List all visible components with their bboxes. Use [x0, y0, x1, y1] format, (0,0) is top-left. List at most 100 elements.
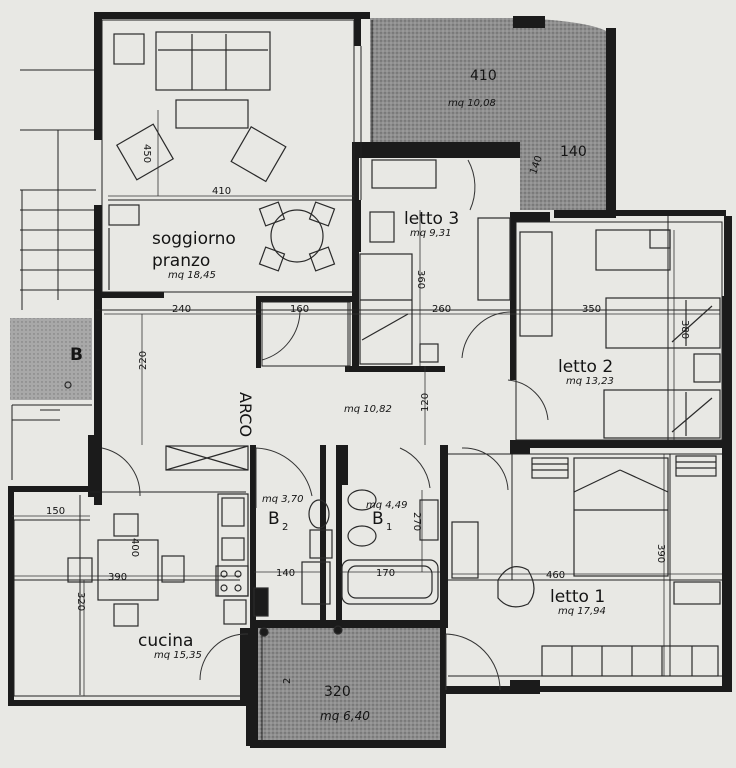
- dimension-labels: 410 450 240 160 260 360 350 380 220 120 …: [46, 144, 690, 684]
- desk-icon: [477, 217, 511, 301]
- dim-corridoio-mid: 160: [290, 304, 309, 315]
- dim-letto1-width: 460: [546, 570, 565, 581]
- armchair-icon: [115, 123, 175, 181]
- wardrobe-icon: [541, 645, 719, 677]
- bathroom-fixtures: [64, 381, 439, 637]
- terrace-north-area: mq 10,08: [448, 98, 496, 109]
- dim-soggiorno-depth: 450: [141, 144, 152, 163]
- stair-lines: [11, 69, 98, 480]
- bedroom2-furniture: [519, 229, 721, 439]
- chair-icon: [258, 201, 336, 272]
- room-area-cucina: mq 15,35: [154, 650, 202, 661]
- interior-lines: [13, 19, 723, 742]
- cabinet-icon: [108, 204, 140, 226]
- room-name-letto1: letto 1: [550, 587, 605, 607]
- dim-bagno1-width: 170: [376, 568, 395, 579]
- room-area-letto2: mq 13,23: [566, 376, 614, 387]
- dim-bagno1-depth: 270: [411, 512, 422, 531]
- chair-icon: [67, 557, 93, 583]
- terrace-areas: [10, 18, 615, 746]
- room-area-corridoio: mq 10,82: [344, 404, 392, 415]
- toilet-icon: [308, 499, 330, 529]
- room-area-soggiorno: mq 18,45: [168, 270, 216, 281]
- dresser-icon: [451, 521, 479, 579]
- pipe-icon: [333, 625, 343, 635]
- bidet-icon: [347, 489, 377, 511]
- stove-icon: [215, 565, 249, 597]
- armchair-icon: [497, 566, 535, 608]
- sink-icon: [221, 537, 245, 561]
- dim-cucina-width: 390: [108, 572, 127, 583]
- bedroom3-furniture: [359, 159, 511, 365]
- sofa-icon: [155, 31, 271, 91]
- dim-letto2-depth: 380: [679, 320, 690, 339]
- nightstand-icon: [693, 353, 721, 383]
- room-name-letto2: letto 2: [558, 357, 613, 377]
- room-name-bagno1: B: [372, 509, 384, 529]
- room-sub-bagno1: 1: [386, 522, 392, 533]
- wardrobe-icon: [519, 231, 553, 337]
- chair-icon: [113, 603, 139, 627]
- walls: [8, 12, 732, 748]
- pipe-icon: [259, 627, 269, 637]
- toilet-icon: [347, 525, 377, 547]
- dim-letto3-width: 260: [432, 304, 451, 315]
- terrace-south-dim: 320: [324, 684, 351, 700]
- boiler-icon: [253, 587, 269, 617]
- dim-letto1-depth: 390: [655, 544, 666, 563]
- room-name-cucina: cucina: [138, 631, 193, 651]
- terrace-north-dim: 410: [470, 68, 497, 84]
- door-swings: [101, 159, 549, 691]
- bathtub-icon: [341, 559, 439, 605]
- living-room-furniture: [108, 31, 336, 290]
- dim-terrace-north-depth: 140: [560, 144, 587, 160]
- dining-table-icon: [270, 209, 324, 263]
- chair-icon: [369, 211, 395, 243]
- kitchen-furniture: [67, 445, 249, 627]
- radiator-icon: [675, 455, 717, 477]
- dim-soggiorno-width: 410: [212, 186, 231, 197]
- chair-icon: [161, 555, 185, 583]
- label-arco: ARCO: [236, 392, 255, 437]
- dim-corridoio-left: 240: [172, 304, 191, 315]
- chair-icon: [113, 513, 139, 537]
- wardrobe-icon: [371, 159, 437, 189]
- room-name-bagno2: B: [268, 509, 280, 529]
- terrace-south-area: mq 6,40: [320, 709, 370, 723]
- sink-icon: [419, 499, 439, 541]
- dim-corridoio-depth: 120: [420, 393, 431, 412]
- bed-icon: [359, 253, 413, 365]
- room-name-pranzo: pranzo: [152, 251, 210, 271]
- room-labels: soggiorno pranzo mq 18,45 letto 3 mq 9,3…: [70, 68, 614, 723]
- dim-cucina-table: 400: [129, 538, 140, 557]
- dim-corridoio-height: 220: [138, 351, 149, 370]
- radiator-icon: [531, 457, 569, 479]
- armchair-icon: [113, 33, 145, 65]
- dim-letto3-depth: 360: [415, 270, 426, 289]
- bed-icon: [603, 389, 721, 439]
- armchair-icon: [230, 125, 287, 183]
- pipe-icon: [64, 381, 72, 389]
- fridge-icon: [223, 599, 247, 625]
- sink-icon: [221, 497, 245, 527]
- room-name-soggiorno: soggiorno: [152, 229, 236, 249]
- room-sub-bagno2: 2: [282, 522, 288, 533]
- dim-terrace-south-depth: 2: [282, 678, 293, 684]
- room-area-bagno2: mq 3,70: [262, 494, 304, 505]
- dim-cucina-depth: 320: [75, 592, 86, 611]
- room-area-bagno1: mq 4,49: [366, 500, 408, 511]
- bedroom1-furniture: [451, 455, 721, 677]
- dim-cucina-left: 150: [46, 506, 65, 517]
- room-area-letto3: mq 9,31: [410, 228, 452, 239]
- dim-letto2-width: 350: [582, 304, 601, 315]
- bed-icon: [605, 297, 721, 349]
- kitchen-table-icon: [97, 539, 159, 601]
- room-area-letto1: mq 17,94: [558, 606, 606, 617]
- nightstand-icon: [419, 343, 439, 363]
- pantry-icon: [165, 445, 249, 471]
- coffee-table-icon: [175, 99, 249, 129]
- sink-icon: [309, 529, 333, 559]
- shower-icon: [301, 561, 331, 605]
- nightstand-icon: [673, 581, 721, 605]
